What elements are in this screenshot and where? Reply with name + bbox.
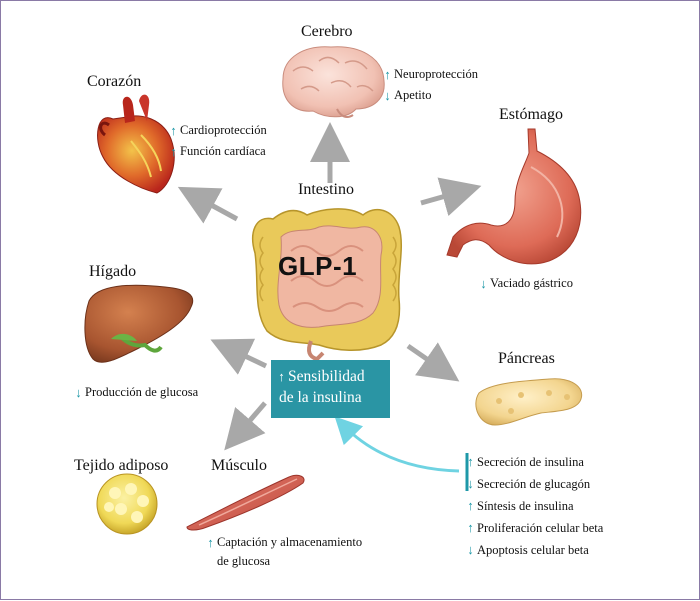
- liver-illustration: [84, 284, 194, 363]
- pancreas-effect-5: Apoptosis celular beta: [466, 539, 603, 561]
- arrow-to-corazon: [177, 186, 239, 224]
- down-arrow-icon: [74, 387, 83, 399]
- estomago-title: Estómago: [499, 106, 563, 123]
- higado-title: Hígado: [89, 263, 137, 280]
- higado-effects: Producción de glucosa: [74, 382, 198, 403]
- pancreas-illustration: [475, 378, 583, 426]
- up-arrow-icon: [466, 456, 475, 468]
- up-arrow-icon: [383, 69, 392, 81]
- up-arrow-icon: [169, 146, 178, 158]
- estomago-effects: Vaciado gástrico: [479, 273, 573, 294]
- heart-illustration: [97, 94, 175, 194]
- cerebro-effects: Neuroprotección Apetito: [383, 64, 478, 106]
- adipose-illustration: [96, 473, 158, 535]
- pancreas-effect-4: Proliferación celular beta: [466, 517, 603, 539]
- intestine-illustration: [252, 208, 402, 362]
- down-arrow-icon: [383, 90, 392, 102]
- cerebro-title: Cerebro: [301, 23, 353, 40]
- pancreas-title: Páncreas: [498, 350, 555, 367]
- arrow-to-pancreas: [406, 342, 460, 382]
- musculo-effect-1-cont: de glucosa: [217, 554, 271, 568]
- up-arrow-icon: [277, 371, 286, 383]
- down-arrow-icon: [466, 544, 475, 556]
- tejido-adiposo-title: Tejido adiposo: [74, 457, 169, 474]
- corazon-effects: Cardioprotección Función cardíaca: [169, 120, 267, 162]
- higado-effect-1: Producción de glucosa: [74, 382, 198, 403]
- down-arrow-icon: [466, 478, 475, 490]
- arrow-to-estomago: [420, 177, 482, 217]
- pancreas-effect-1: Secreción de insulina: [466, 451, 603, 473]
- sensibilidad-insulina-box: Sensibilidad de la insulina: [271, 360, 390, 418]
- pancreas-effect-2: Secreción de glucagón: [466, 473, 603, 495]
- glp1-label: GLP-1: [278, 251, 358, 281]
- musculo-effects: Captación y almacenamiento de glucosa: [206, 533, 362, 571]
- pancreas-effect-3: Síntesis de insulina: [466, 495, 603, 517]
- musculo-title: Músculo: [211, 457, 267, 474]
- stomach-illustration: [446, 128, 582, 265]
- corazon-effect-1: Cardioprotección: [169, 120, 267, 141]
- arrow-to-higado: [210, 338, 268, 375]
- pancreas-effects: Secreción de insulina Secreción de gluca…: [466, 451, 603, 561]
- arrow-to-musculo: [224, 401, 267, 451]
- up-arrow-icon: [206, 537, 215, 549]
- musculo-effect-1: Captación y almacenamiento: [206, 533, 362, 552]
- feedback-arrow: [334, 416, 460, 473]
- down-arrow-icon: [479, 278, 488, 290]
- up-arrow-icon: [169, 125, 178, 137]
- muscle-illustration: [186, 474, 305, 531]
- up-arrow-icon: [466, 500, 475, 512]
- estomago-effect-1: Vaciado gástrico: [479, 273, 573, 294]
- brain-illustration: [282, 46, 385, 118]
- corazon-title: Corazón: [87, 73, 142, 90]
- intestino-label: Intestino: [298, 181, 354, 198]
- up-arrow-icon: [466, 522, 475, 534]
- corazon-effect-2: Función cardíaca: [169, 141, 267, 162]
- cerebro-effect-2: Apetito: [383, 85, 478, 106]
- cerebro-effect-1: Neuroprotección: [383, 64, 478, 85]
